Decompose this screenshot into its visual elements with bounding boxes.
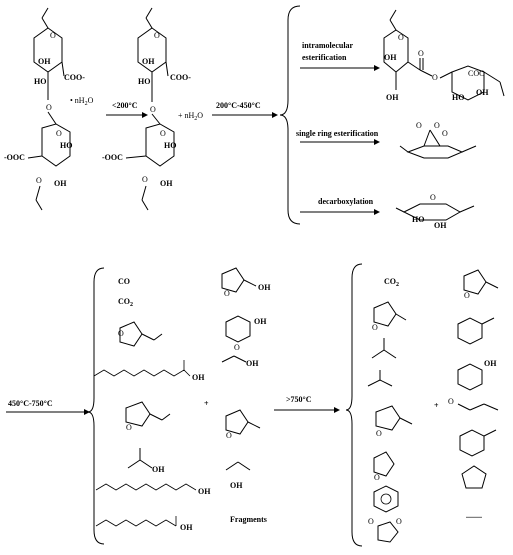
- svg-text:decarboxylation: decarboxylation: [318, 197, 374, 206]
- svg-text:O: O: [434, 121, 440, 130]
- svg-text:HO: HO: [60, 141, 72, 150]
- svg-text:O: O: [430, 193, 436, 202]
- svg-text:COO-: COO-: [64, 73, 85, 82]
- svg-text:O: O: [118, 329, 124, 338]
- pathway-decarboxylation: decarboxylation O HO OH: [300, 193, 475, 230]
- arrow-450-750C: 450°C-750°C: [6, 399, 90, 415]
- arrow-below-200C: <200°C: [106, 101, 148, 118]
- svg-text:O: O: [50, 31, 56, 40]
- svg-text:HO: HO: [138, 77, 150, 86]
- svg-text:OH: OH: [38, 57, 51, 66]
- svg-text:OH: OH: [198, 487, 211, 496]
- svg-text:O: O: [142, 175, 148, 184]
- svg-text:<200°C: <200°C: [112, 101, 138, 110]
- pathway-intramolecular-esterification: intramolecular esterification O OH OH O …: [300, 9, 505, 102]
- svg-text:single ring esterification: single ring esterification: [296, 129, 379, 138]
- svg-text:OH: OH: [246, 359, 259, 368]
- svg-text:intramolecular: intramolecular: [302, 41, 354, 50]
- svg-text:OH: OH: [254, 317, 267, 326]
- svg-text:-OOC: -OOC: [4, 153, 25, 162]
- svg-text:COO: COO: [468, 69, 485, 78]
- svg-text:O: O: [154, 31, 160, 40]
- svg-text:-OOC: -OOC: [102, 153, 123, 162]
- svg-text:esterification: esterification: [302, 53, 347, 62]
- svg-text:O: O: [226, 431, 232, 440]
- svg-text:O: O: [150, 105, 156, 114]
- svg-text:O: O: [416, 121, 422, 130]
- products-above-750C: CO2 O O O O O + O OH O: [367, 269, 499, 543]
- brace-stage4: [345, 263, 363, 547]
- svg-text:O: O: [368, 517, 374, 526]
- svg-text:O: O: [464, 291, 470, 300]
- svg-text:OH: OH: [54, 179, 67, 188]
- co2-high-label: CO2: [384, 277, 399, 288]
- svg-text:OH: OH: [476, 88, 489, 97]
- svg-text:OH: OH: [434, 221, 447, 230]
- svg-text:+: +: [434, 401, 439, 410]
- svg-text:COO-: COO-: [170, 73, 191, 82]
- svg-text:OH: OH: [152, 465, 165, 474]
- water-label: + nH2O: [178, 111, 203, 122]
- svg-text:O: O: [398, 33, 404, 42]
- svg-text:O: O: [432, 73, 438, 82]
- arrow-above-750C: >750°C: [274, 395, 340, 413]
- svg-text:OH: OH: [180, 523, 193, 532]
- hydrated-pectin-dimer: O OH HO COO- O O HO -OOC OH O • nH2O: [4, 7, 94, 211]
- svg-text:OH: OH: [192, 373, 205, 382]
- svg-text:O: O: [442, 129, 448, 138]
- svg-text:O: O: [234, 343, 240, 352]
- pathway-single-ring-esterification: single ring esterification O O O: [296, 121, 477, 159]
- svg-text:HO: HO: [34, 77, 46, 86]
- products-450-750C: CO CO2 O OH O OH OH OH O OH O: [93, 267, 271, 532]
- svg-text:OH: OH: [384, 53, 397, 62]
- svg-text:200°C-450°C: 200°C-450°C: [216, 101, 261, 110]
- svg-text:O: O: [372, 323, 378, 332]
- svg-text:O: O: [374, 473, 380, 482]
- svg-text:Fragments: Fragments: [230, 515, 267, 524]
- svg-text:OH: OH: [230, 481, 243, 490]
- svg-text:OH: OH: [484, 359, 497, 368]
- svg-text:O: O: [46, 103, 52, 112]
- svg-text:O: O: [224, 289, 230, 298]
- svg-text:CO: CO: [118, 277, 130, 286]
- co2-label: CO2: [118, 297, 133, 308]
- svg-text:........: ........: [466, 511, 482, 520]
- svg-text:450°C-750°C: 450°C-750°C: [8, 399, 53, 408]
- brace-stage2: [279, 5, 301, 225]
- dehydrated-pectin-dimer: O OH HO COO- O O HO -OOC OH O + nH2O: [102, 7, 203, 211]
- svg-text:OH: OH: [142, 57, 155, 66]
- svg-text:OH: OH: [160, 179, 173, 188]
- svg-text:O: O: [160, 129, 166, 138]
- svg-text:HO: HO: [412, 215, 424, 224]
- brace-stage3: [87, 267, 105, 545]
- svg-text:+: +: [204, 399, 209, 408]
- svg-text:OH: OH: [386, 93, 399, 102]
- arrow-200-450C: 200°C-450°C: [212, 101, 278, 118]
- svg-text:O: O: [396, 517, 402, 526]
- svg-text:O: O: [36, 176, 42, 185]
- svg-text:HO: HO: [164, 141, 176, 150]
- svg-text:>750°C: >750°C: [286, 395, 312, 404]
- hydrate-label: • nH2O: [70, 96, 94, 107]
- svg-text:HO: HO: [452, 93, 464, 102]
- svg-text:O: O: [126, 423, 132, 432]
- svg-text:O: O: [448, 397, 454, 406]
- svg-text:OH: OH: [258, 283, 271, 292]
- svg-text:O: O: [376, 429, 382, 438]
- svg-text:O: O: [56, 129, 62, 138]
- svg-text:O: O: [418, 49, 424, 58]
